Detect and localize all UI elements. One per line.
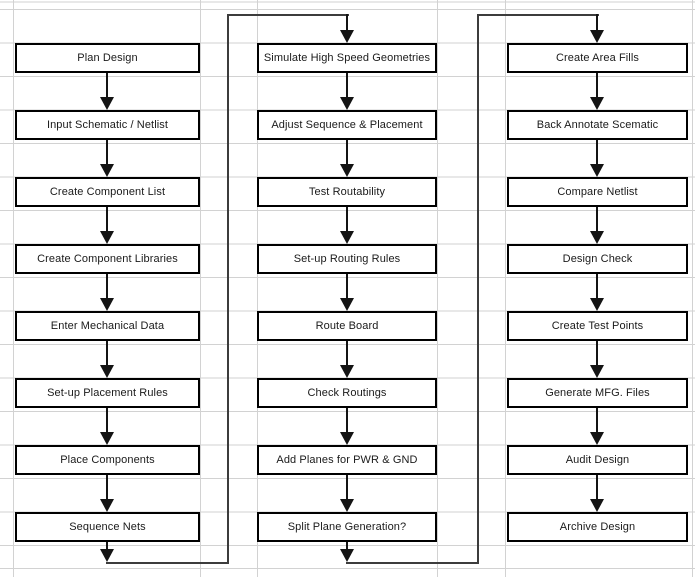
flow-box-audit-design: Audit Design bbox=[507, 445, 688, 475]
down-arrow-head bbox=[340, 365, 354, 378]
gridline-vertical bbox=[257, 0, 258, 577]
down-arrow-head bbox=[590, 499, 604, 512]
connector-line bbox=[227, 14, 349, 16]
down-arrow-stem bbox=[596, 207, 598, 231]
flow-box-create-component-list: Create Component List bbox=[15, 177, 200, 207]
flow-box-setup-placement-rules: Set-up Placement Rules bbox=[15, 378, 200, 408]
down-arrow-head bbox=[340, 499, 354, 512]
flow-box-design-check: Design Check bbox=[507, 244, 688, 274]
down-arrow-head bbox=[100, 231, 114, 244]
gridline-vertical bbox=[200, 0, 201, 577]
gridline-vertical bbox=[13, 0, 14, 577]
down-arrow-head bbox=[590, 298, 604, 311]
flow-box-test-routability: Test Routability bbox=[257, 177, 437, 207]
down-arrow-head bbox=[100, 365, 114, 378]
down-arrow-stem bbox=[106, 341, 108, 365]
flow-box-adjust-sequence-placement: Adjust Sequence & Placement bbox=[257, 110, 437, 140]
down-arrow-stem bbox=[346, 341, 348, 365]
flow-box-input-schematic-netlist: Input Schematic / Netlist bbox=[15, 110, 200, 140]
down-arrow-head bbox=[100, 97, 114, 110]
down-arrow-head bbox=[590, 432, 604, 445]
flow-box-simulate-high-speed-geometries: Simulate High Speed Geometries bbox=[257, 43, 437, 73]
down-arrow-stem bbox=[346, 140, 348, 164]
down-arrow-stem bbox=[106, 542, 108, 549]
flow-box-create-area-fills: Create Area Fills bbox=[507, 43, 688, 73]
flow-box-sequence-nets: Sequence Nets bbox=[15, 512, 200, 542]
down-arrow-head bbox=[340, 164, 354, 177]
flow-box-route-board: Route Board bbox=[257, 311, 437, 341]
flow-box-back-annotate-scematic: Back Annotate Scematic bbox=[507, 110, 688, 140]
down-arrow-head bbox=[590, 231, 604, 244]
flow-box-enter-mechanical-data: Enter Mechanical Data bbox=[15, 311, 200, 341]
down-arrow-head bbox=[340, 231, 354, 244]
connector-line bbox=[477, 14, 479, 564]
down-arrow-stem bbox=[106, 408, 108, 432]
down-arrow-stem bbox=[346, 14, 348, 30]
down-arrow-stem bbox=[596, 341, 598, 365]
down-arrow-stem bbox=[346, 542, 348, 549]
down-arrow-stem bbox=[106, 207, 108, 231]
down-arrow-stem bbox=[596, 140, 598, 164]
flow-box-create-component-libraries: Create Component Libraries bbox=[15, 244, 200, 274]
flow-box-split-plane-generation: Split Plane Generation? bbox=[257, 512, 437, 542]
gridline-vertical bbox=[505, 0, 506, 577]
down-arrow-head bbox=[340, 298, 354, 311]
down-arrow-stem bbox=[596, 408, 598, 432]
flow-box-plan-design: Plan Design bbox=[15, 43, 200, 73]
flow-box-place-components: Place Components bbox=[15, 445, 200, 475]
down-arrow-head bbox=[100, 549, 114, 562]
down-arrow-stem bbox=[346, 408, 348, 432]
flow-box-create-test-points: Create Test Points bbox=[507, 311, 688, 341]
flow-box-compare-netlist: Compare Netlist bbox=[507, 177, 688, 207]
down-arrow-stem bbox=[106, 274, 108, 298]
down-arrow-stem bbox=[106, 475, 108, 499]
down-arrow-stem bbox=[596, 475, 598, 499]
down-arrow-head bbox=[340, 97, 354, 110]
down-arrow-head bbox=[100, 164, 114, 177]
down-arrow-stem bbox=[346, 274, 348, 298]
down-arrow-head bbox=[340, 432, 354, 445]
down-arrow-stem bbox=[596, 73, 598, 97]
down-arrow-stem bbox=[596, 14, 598, 30]
gridline-vertical bbox=[692, 0, 693, 577]
down-arrow-stem bbox=[596, 274, 598, 298]
connector-line bbox=[227, 14, 229, 564]
down-arrow-head bbox=[590, 30, 604, 43]
down-arrow-stem bbox=[106, 73, 108, 97]
flow-box-archive-design: Archive Design bbox=[507, 512, 688, 542]
down-arrow-head bbox=[590, 365, 604, 378]
connector-line bbox=[477, 14, 599, 16]
flow-box-generate-mfg-files: Generate MFG. Files bbox=[507, 378, 688, 408]
down-arrow-head bbox=[100, 432, 114, 445]
down-arrow-head bbox=[590, 164, 604, 177]
down-arrow-head bbox=[100, 298, 114, 311]
gridline-horizontal bbox=[0, 568, 695, 569]
down-arrow-stem bbox=[346, 73, 348, 97]
down-arrow-head bbox=[340, 30, 354, 43]
down-arrow-head bbox=[100, 499, 114, 512]
down-arrow-head bbox=[340, 549, 354, 562]
flow-box-check-routings: Check Routings bbox=[257, 378, 437, 408]
down-arrow-stem bbox=[346, 475, 348, 499]
down-arrow-stem bbox=[346, 207, 348, 231]
flow-box-setup-routing-rules: Set-up Routing Rules bbox=[257, 244, 437, 274]
connector-line bbox=[106, 562, 229, 564]
connector-line bbox=[346, 562, 479, 564]
down-arrow-stem bbox=[106, 140, 108, 164]
flow-box-add-planes-pwr-gnd: Add Planes for PWR & GND bbox=[257, 445, 437, 475]
down-arrow-head bbox=[590, 97, 604, 110]
gridline-vertical bbox=[437, 0, 438, 577]
